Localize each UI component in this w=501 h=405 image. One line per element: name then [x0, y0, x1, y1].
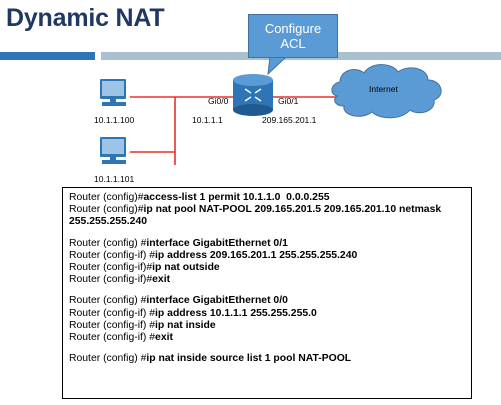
- config-prompt: Router (config-if) #: [69, 307, 156, 319]
- config-command: access-list 1 permit 10.1.1.0 0.0.0.255: [143, 192, 330, 203]
- config-line: Router (config-if) #ip address 10.1.1.1 …: [69, 308, 465, 320]
- config-command: ip address 10.1.1.1 255.255.255.0: [155, 307, 317, 319]
- config-line: Router (config-if) #ip address 209.165.2…: [69, 250, 465, 262]
- callout-line-1: Configure: [264, 21, 322, 36]
- config-prompt: Router (config-if) #: [69, 331, 156, 343]
- network-links: [130, 96, 336, 165]
- internet-label: Internet: [369, 84, 398, 94]
- config-prompt: Router (config-if)#: [69, 274, 153, 286]
- router-icon: [233, 74, 273, 116]
- config-prompt: Router (config-if) #: [69, 319, 156, 331]
- config-line: Router (config)#access-list 1 permit 10.…: [69, 192, 465, 204]
- config-commands-box: Router (config)#access-list 1 permit 10.…: [62, 187, 472, 399]
- config-line: Router (config-if) #ip nat inside: [69, 320, 465, 332]
- pc1-icon: [100, 79, 126, 106]
- config-prompt: Router (config)#: [69, 192, 144, 203]
- config-command: ip nat outside: [152, 261, 220, 273]
- config-line: Router (config-if)#exit: [69, 274, 465, 286]
- config-command: ip nat inside: [155, 319, 216, 331]
- config-command: ip address 209.165.201.1 255.255.255.240: [155, 249, 358, 261]
- network-diagram: [100, 56, 442, 165]
- config-command: exit: [155, 331, 173, 343]
- config-prompt: Router (config)#: [69, 204, 144, 216]
- outside-ip-label: 209.165.201.1: [262, 115, 317, 125]
- slide-title: Dynamic NAT: [6, 4, 165, 32]
- config-prompt: Router (config) #: [69, 295, 147, 307]
- config-blank-line: [69, 286, 465, 295]
- callout-pointer: [267, 56, 288, 76]
- config-line: Router (config)#ip nat pool NAT-POOL 209…: [69, 204, 465, 216]
- config-blank-line: [69, 229, 465, 238]
- callout-line-2: ACL: [280, 36, 306, 51]
- config-command: ip nat pool NAT-POOL 209.165.201.5 209.1…: [143, 204, 442, 216]
- config-line: Router (config-if)#ip nat outside: [69, 262, 465, 274]
- configure-acl-callout: Configure ACL: [248, 14, 338, 58]
- config-line: Router (config) #interface GigabitEthern…: [69, 295, 465, 307]
- config-prompt: Router (config) #: [69, 237, 147, 249]
- config-command: interface GigabitEthernet 0/0: [146, 295, 288, 307]
- pc2-icon: [100, 137, 126, 164]
- config-command: ip nat inside source list 1 pool NAT-POO…: [146, 353, 352, 365]
- internet-cloud-icon: [331, 64, 442, 119]
- pc2-ip-label: 10.1.1.101: [94, 174, 135, 184]
- config-command: exit: [152, 274, 171, 286]
- config-command: interface GigabitEthernet 0/1: [146, 237, 288, 249]
- accent-bar: [0, 52, 95, 60]
- inside-port-label: Gi0/0: [208, 96, 229, 106]
- pc1-ip-label: 10.1.1.100: [94, 115, 135, 125]
- inside-ip-label: 10.1.1.1: [192, 115, 223, 125]
- config-line: Router (config) #interface GigabitEthern…: [69, 238, 465, 250]
- config-prompt: Router (config-if)#: [69, 261, 153, 273]
- config-line: 255.255.255.240: [69, 216, 465, 228]
- config-line: Router (config-if) #exit: [69, 332, 465, 344]
- config-blank-line: [69, 344, 465, 353]
- outside-port-label: Gi0/1: [278, 96, 299, 106]
- config-command: 255.255.255.240: [69, 216, 148, 228]
- config-line: Router (config) #ip nat inside source li…: [69, 353, 465, 365]
- config-prompt: Router (config-if) #: [69, 249, 156, 261]
- config-prompt: Router (config) #: [69, 353, 147, 365]
